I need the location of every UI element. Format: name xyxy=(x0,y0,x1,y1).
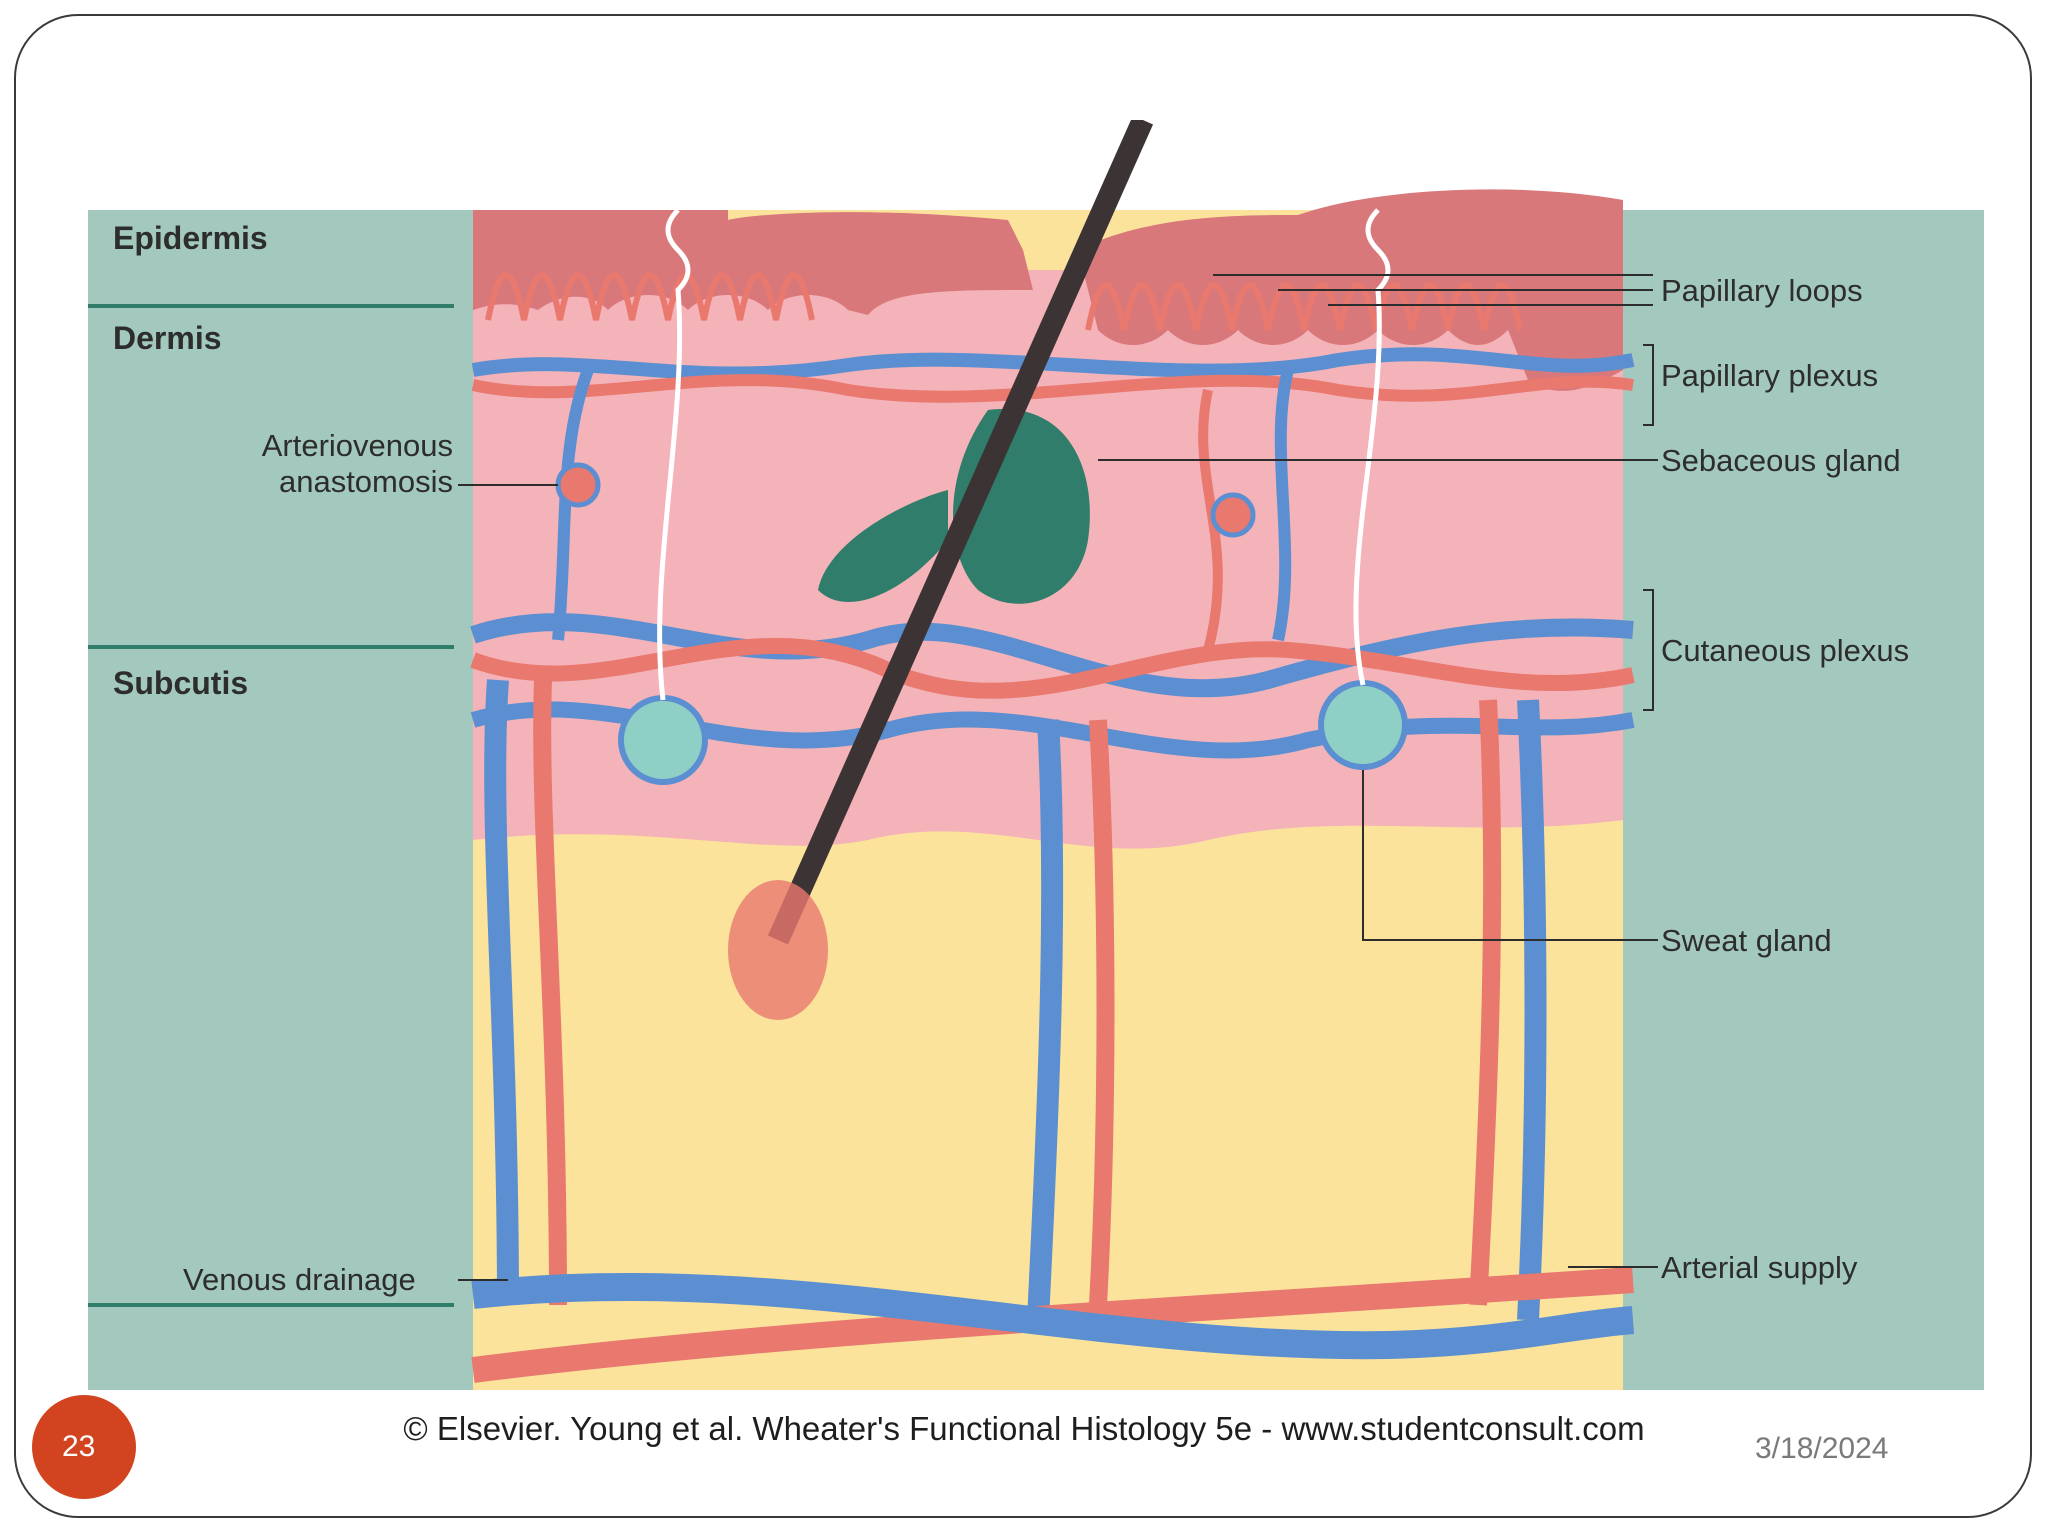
sebaceous-gland-duct xyxy=(818,490,948,602)
papillary-plexus-artery xyxy=(471,374,1634,403)
vertical-vein-1 xyxy=(484,679,519,1306)
vertical-vein-2 xyxy=(1027,719,1064,1321)
cutaneous-plexus-vein xyxy=(470,613,1634,698)
arterial-supply-label: Arterial supply xyxy=(1661,1250,1858,1285)
vertical-artery-3 xyxy=(1469,699,1502,1306)
vertical-artery-1 xyxy=(533,679,567,1306)
left-panel xyxy=(88,210,473,1390)
papillary-plexus-label: Papillary plexus xyxy=(1661,358,1879,393)
subcutis-label: Subcutis xyxy=(113,665,249,701)
hair-bulb xyxy=(728,880,828,1020)
leader-sweat-gland xyxy=(1362,770,1658,941)
papillary-loops-right xyxy=(1085,282,1523,331)
sebaceous-gland-label: Sebaceous gland xyxy=(1661,443,1901,478)
skin-vasculature-figure: Epidermis Dermis Subcutis Arteriovenous … xyxy=(88,115,1984,1390)
skin-diagram xyxy=(88,115,1984,1390)
dermal-vein-2 xyxy=(1272,368,1294,642)
papillary-loops-label: Papillary loops xyxy=(1661,273,1863,308)
arteriovenous-label-line1: Arteriovenous xyxy=(261,428,453,463)
papillary-plexus-vein xyxy=(471,347,1635,381)
av-anastomosis-right xyxy=(1210,492,1256,538)
dermis-label: Dermis xyxy=(113,320,222,356)
arteriovenous-label-line2: anastomosis xyxy=(278,464,453,499)
hair-shaft xyxy=(767,115,1154,945)
figure-caption: © Elsevier. Young et al. Wheater's Funct… xyxy=(403,1410,1645,1447)
sweat-gland-label: Sweat gland xyxy=(1661,923,1832,958)
cutaneous-plexus-label: Cutaneous plexus xyxy=(1661,633,1910,668)
bracket-cutaneous-plexus xyxy=(1643,589,1654,711)
slide-date: 3/18/2024 xyxy=(1755,1432,1889,1465)
vertical-artery-2 xyxy=(1089,719,1115,1306)
slide-number-badge: 23 xyxy=(32,1395,136,1499)
sweat-gland-right xyxy=(1318,680,1408,770)
right-panel xyxy=(1623,210,1984,1390)
sweat-duct-right xyxy=(1353,208,1391,686)
epidermis-label: Epidermis xyxy=(113,220,268,256)
av-anastomosis-left xyxy=(555,462,601,508)
sweat-duct-left xyxy=(657,208,691,701)
venous-drainage-label: Venous drainage xyxy=(183,1262,416,1297)
epidermis-left xyxy=(473,210,1033,315)
papillary-loops-left xyxy=(485,272,815,321)
vertical-vein-3 xyxy=(1517,699,1547,1321)
venous-drainage-vessel xyxy=(471,1272,1635,1360)
bracket-papillary-plexus xyxy=(1643,344,1654,426)
cutaneous-plexus-artery xyxy=(470,637,1635,699)
sweat-gland-left xyxy=(618,695,708,785)
